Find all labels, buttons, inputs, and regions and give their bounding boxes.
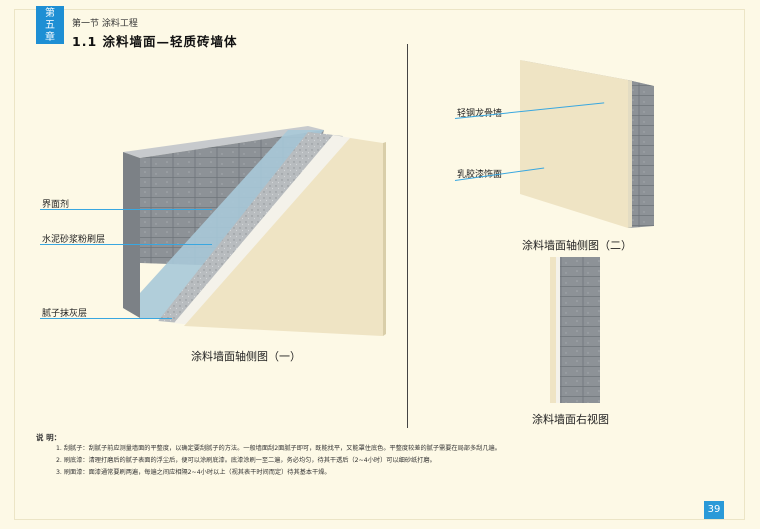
- figure1-caption: 涂料墙面轴侧图（一）: [191, 350, 301, 363]
- section-label: 第一节 涂料工程: [72, 19, 138, 29]
- wall-top-face: [123, 126, 324, 158]
- vertical-divider: [407, 44, 408, 428]
- note-item: 2. 刷底漆：清理打磨后的腻子表面的浮尘后，便可以涂刷底漆。底漆涂刷一至二遍，务…: [56, 457, 436, 464]
- page-number: 39: [704, 501, 724, 519]
- leader-line: [40, 318, 172, 319]
- paint-finish-face: [184, 138, 383, 336]
- chapter-badge: 第 五 章: [36, 6, 64, 44]
- chapter-char: 第: [45, 8, 55, 19]
- wall-axonometric-2: [520, 60, 654, 228]
- notes-title: 说 明：: [36, 433, 62, 442]
- chapter-char: 章: [45, 32, 55, 43]
- figure2-caption: 涂料墙面轴侧图（二）: [522, 239, 632, 252]
- paint-finish-face: [520, 60, 628, 228]
- chapter-char: 五: [45, 20, 55, 31]
- leader-line: [40, 244, 212, 245]
- label-cement-mortar: 水泥砂浆粉刷层: [42, 235, 106, 245]
- note-item: 3. 刷面漆：面漆通常要刷两遍，每遍之间应相隔2~4小时以上（视其表干时间而定）…: [56, 469, 331, 476]
- wall-axonometric-1: [123, 126, 386, 336]
- brick-core-strip: [560, 257, 600, 403]
- note-item: 1. 刮腻子：刮腻子前应测量墙面的平整度，以确定要刮腻子的方法。一般墙面刮2面腻…: [56, 445, 501, 452]
- paint-finish-strip: [550, 257, 556, 403]
- putty-strip: [556, 257, 560, 403]
- steel-stud-side: [628, 80, 654, 228]
- label-interface-agent: 界面剂: [42, 200, 70, 210]
- label-steel-stud-wall: 轻钢龙骨墙: [457, 109, 503, 119]
- figure3-caption: 涂料墙面右视图: [532, 413, 609, 426]
- wall-side-face: [123, 152, 140, 318]
- page-border: [14, 9, 745, 520]
- label-putty-layer: 腻子抹灰层: [42, 309, 88, 319]
- page-title: 1.1 涂料墙面—轻质砖墙体: [72, 34, 238, 49]
- label-latex-paint: 乳胶漆饰面: [457, 170, 503, 180]
- leader-line: [40, 209, 212, 210]
- wall-right-view: [550, 257, 600, 403]
